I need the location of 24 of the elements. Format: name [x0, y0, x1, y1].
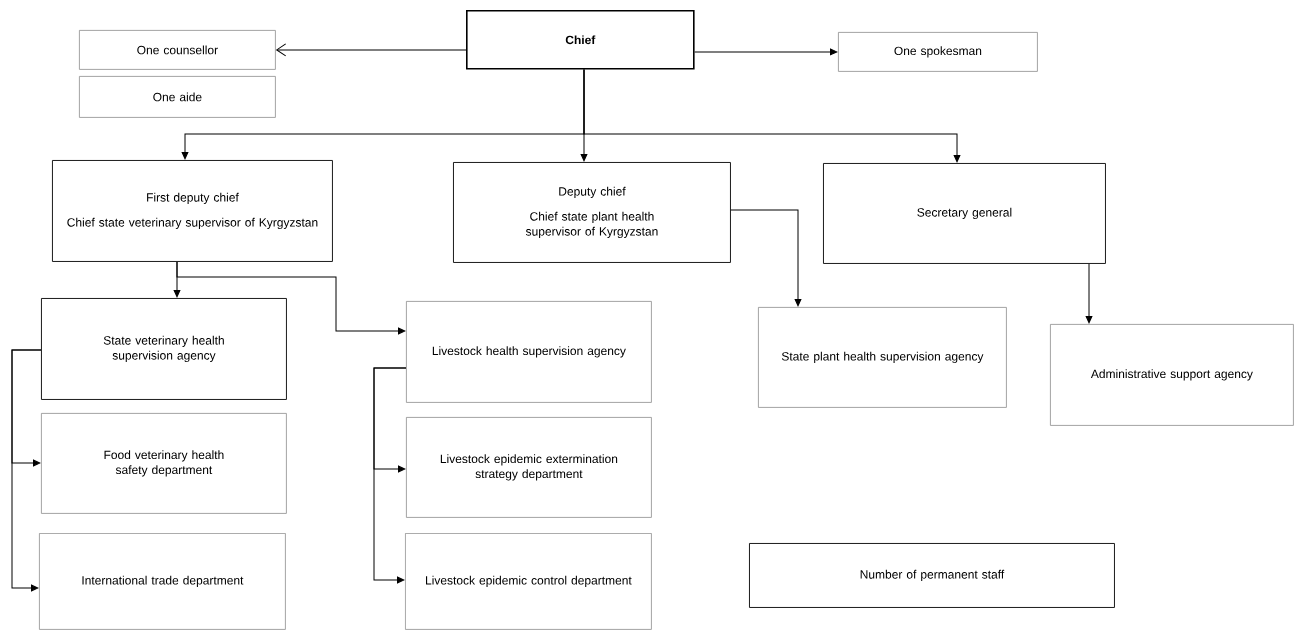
org-box: One aide	[79, 76, 276, 118]
org-box: Livestock epidemic extermination strategy department	[406, 417, 652, 518]
org-box: Secretary general	[823, 163, 1106, 264]
org-box: State veterinary health supervision agency	[41, 298, 287, 400]
org-box: Number of permanent staff	[749, 543, 1115, 608]
org-box: One spokesman	[838, 32, 1038, 72]
arrow	[176, 261, 406, 335]
arrow	[11, 349, 42, 592]
arrow	[276, 43, 467, 57]
org-box: Livestock epidemic control department	[405, 533, 652, 630]
arrow	[373, 367, 407, 584]
org-box: One counsellor	[79, 30, 276, 70]
org-box: Livestock health supervision agency	[406, 301, 652, 403]
org-box: Administrative support agency	[1050, 324, 1294, 426]
org-box: First deputy chief Chief state veterinary supervisor of Kyrgyzstan	[52, 160, 333, 262]
org-box: International trade department	[39, 533, 286, 630]
arrow	[583, 69, 961, 163]
org-box: Deputy chief Chief state plant health supervisor of Kyrgyzstan	[453, 162, 731, 263]
arrow	[730, 209, 802, 307]
org-box: Chief	[466, 10, 695, 70]
org-box: State plant health supervision agency	[758, 307, 1007, 408]
org-box: Food veterinary health safety department	[41, 413, 287, 514]
arrow	[694, 48, 838, 56]
arrow	[1085, 263, 1093, 324]
